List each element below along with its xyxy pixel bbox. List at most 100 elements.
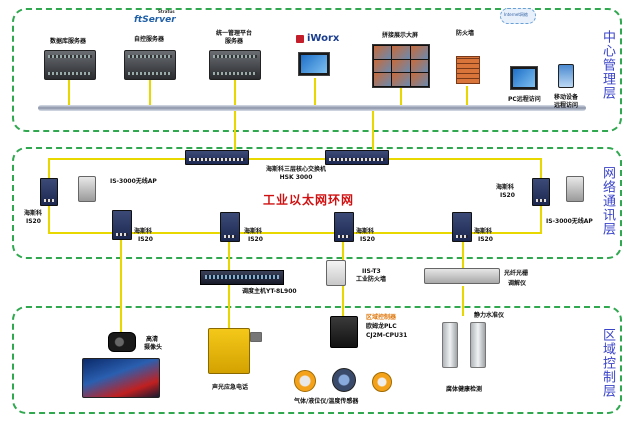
management-bus	[38, 105, 586, 111]
ap-left-icon	[78, 176, 96, 202]
controller-label-2: CJ2M-CPU31	[366, 332, 408, 339]
link-iworx	[314, 78, 316, 106]
stratus-logo: Stratus	[158, 9, 175, 14]
link-plc	[149, 80, 151, 106]
switch-mid2-icon	[334, 212, 354, 242]
fiber-demodulator-label-1: 光纤光栅	[504, 270, 529, 277]
level-meter-label: 静力水准仪	[474, 312, 505, 319]
switch-mid3-label-1: 海斯科	[474, 228, 493, 235]
link-core2	[372, 110, 374, 152]
switch-left-top-icon	[40, 178, 58, 206]
ring-bottom	[50, 232, 542, 234]
link-core1	[234, 110, 236, 152]
iworx-label: iWorx	[307, 33, 340, 44]
db-server-label: 数据库服务器	[49, 38, 87, 45]
controller-icon	[330, 316, 358, 348]
network-communication-zone	[12, 147, 622, 259]
drop-level	[462, 240, 464, 270]
pc-remote-label: PC远程访问	[508, 96, 541, 103]
level-meter-right-icon	[470, 322, 486, 368]
ap-left-label: IS-3000无线AP	[110, 178, 157, 185]
core-switch-label-1: 海斯科三层核心交换机	[265, 166, 327, 173]
mobile-device-icon	[558, 64, 574, 88]
tuning-host-label: 调度主机YT-8L900	[242, 288, 297, 295]
field-control-zone	[12, 306, 622, 414]
switch-left-bottom-icon	[112, 210, 132, 240]
diagram-title: 工业以太网环网	[263, 193, 355, 207]
switch-mid1-label-1: 海斯科	[244, 228, 263, 235]
link-mgmt	[234, 80, 236, 106]
switch-right-top-label-1: 海斯科	[496, 184, 515, 191]
video-wall-label: 拼接展示大屏	[381, 32, 419, 39]
mobile-remote-label-1: 移动设备	[553, 94, 579, 101]
plc-server-icon	[124, 50, 176, 80]
internet-cloud-icon	[500, 8, 536, 24]
field-zone-label: 区域控制层	[600, 328, 615, 398]
industrial-firewall-label-1: IIS-T3	[362, 268, 381, 275]
ring-left-down	[48, 196, 50, 234]
drop-phone	[228, 240, 230, 332]
drop-level2	[462, 286, 464, 316]
sensors-label: 气体/液位仪/温度传感器	[294, 398, 359, 405]
level-sensor-icon	[332, 368, 356, 392]
core-switch-label-2: HSK 3000	[279, 174, 313, 181]
firewall-label: 防火墙	[456, 30, 475, 37]
switch-mid1-icon	[220, 212, 240, 242]
ap-right-icon	[566, 176, 584, 202]
health-monitoring-label: 腐体健康检测	[446, 386, 483, 393]
ring-top	[48, 158, 542, 160]
switch-mid3-icon	[452, 212, 472, 242]
mobile-remote-label-2: 远程访问	[553, 102, 579, 109]
switch-mid1-label-2: IS20	[248, 236, 263, 243]
network-zone-label: 网络通讯层	[600, 166, 615, 236]
drop-camera	[120, 240, 122, 332]
temperature-sensor-icon	[372, 372, 392, 392]
controller-label-1: 欧姆龙PLC	[366, 323, 397, 330]
tunnel-image-icon	[82, 358, 160, 398]
speaker-icon	[250, 332, 262, 342]
tuning-host-icon	[200, 270, 284, 285]
core-switch-left-icon	[185, 150, 249, 165]
mgmt-server-label-1: 统一管理平台	[215, 30, 253, 37]
switch-left-top-label-1: 海斯科	[24, 210, 43, 217]
industrial-firewall-icon	[326, 260, 346, 286]
switch-mid2-label-2: IS20	[360, 236, 375, 243]
iworx-logo-icon	[296, 35, 304, 43]
switch-left-top-label-2: IS20	[26, 218, 41, 225]
camera-label-1: 高清	[146, 336, 159, 343]
link-db	[68, 80, 70, 106]
emergency-phone-label: 声光应急电话	[212, 384, 249, 391]
internet-label: Internet网络	[504, 12, 528, 17]
pc-remote-monitor-icon	[510, 66, 538, 90]
gas-sensor-icon	[294, 370, 316, 392]
ftserver-logo: ftServer	[134, 15, 176, 25]
core-switch-right-icon	[325, 150, 389, 165]
industrial-firewall-label-2: 工业防火墙	[356, 276, 387, 283]
switch-left-bottom-label-2: IS20	[138, 236, 153, 243]
firewall-icon	[456, 56, 480, 84]
iworx-monitor-icon	[298, 52, 330, 76]
ap-right-label: IS-3000无线AP	[546, 218, 593, 225]
mgmt-server-icon	[209, 50, 261, 80]
emergency-phone-icon	[208, 328, 250, 374]
link-firewall	[466, 86, 468, 106]
switch-right-top-label-2: IS20	[500, 192, 515, 199]
level-meter-left-icon	[442, 322, 458, 368]
video-wall-icon	[372, 44, 430, 88]
fiber-demodulator-label-2: 调解仪	[508, 280, 527, 287]
center-management-zone	[12, 8, 622, 132]
camera-label-2: 摄像头	[144, 344, 163, 351]
switch-mid3-label-2: IS20	[478, 236, 493, 243]
fiber-demodulator-icon	[424, 268, 500, 284]
camera-icon	[108, 332, 136, 352]
switch-left-bottom-label-1: 海斯科	[134, 228, 153, 235]
controller-title-label: 区域控制器	[366, 314, 397, 321]
switch-right-top-icon	[532, 178, 550, 206]
plc-server-label: 自控服务器	[133, 36, 165, 43]
switch-mid2-label-1: 海斯科	[356, 228, 375, 235]
center-zone-label: 中心管理层	[600, 30, 615, 100]
mgmt-server-label-2: 服务器	[224, 38, 244, 45]
ring-right-down	[540, 196, 542, 234]
db-server-icon	[44, 50, 96, 80]
link-wall	[400, 88, 402, 106]
